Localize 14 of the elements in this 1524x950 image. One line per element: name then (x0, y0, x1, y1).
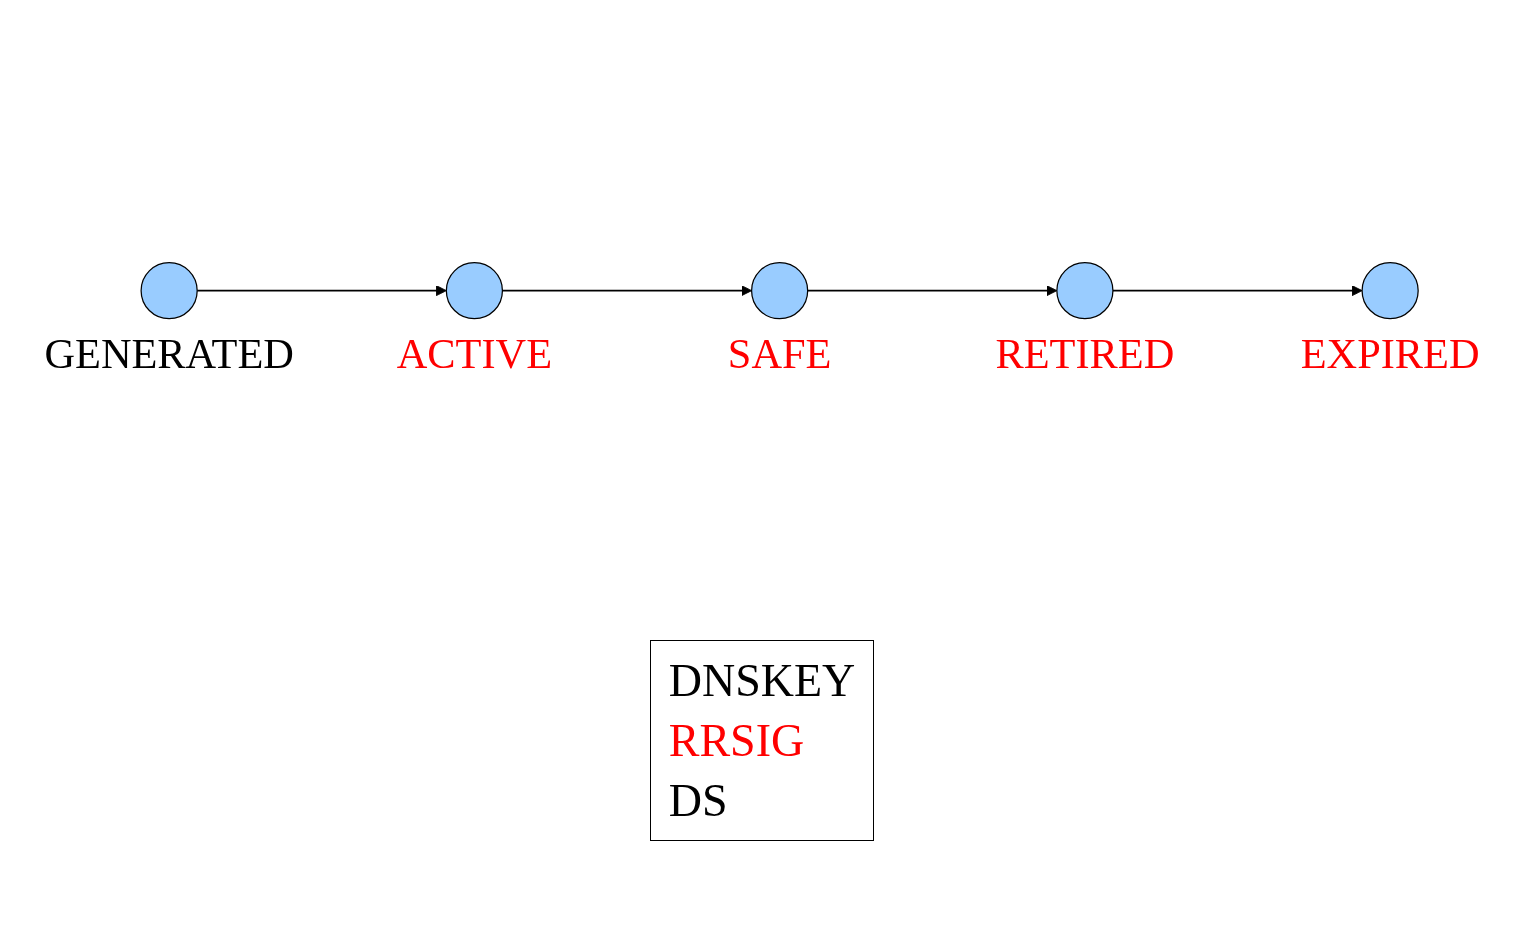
state-circle (751, 262, 809, 320)
arrow (1112, 285, 1363, 297)
state-label: ACTIVE (396, 330, 553, 378)
legend-entry: RRSIG (668, 713, 806, 768)
state-label: SAFE (727, 330, 832, 378)
state-label: GENERATED (44, 330, 294, 378)
state-label: EXPIRED (1300, 330, 1480, 378)
state-circle (445, 262, 504, 320)
state-circle (140, 262, 198, 320)
state-circle (1361, 262, 1419, 320)
state-circle (1056, 262, 1114, 320)
legend-entry: DS (668, 773, 729, 828)
legend-entry: DNSKEY (668, 654, 856, 708)
state-label: RETIRED (995, 330, 1175, 378)
